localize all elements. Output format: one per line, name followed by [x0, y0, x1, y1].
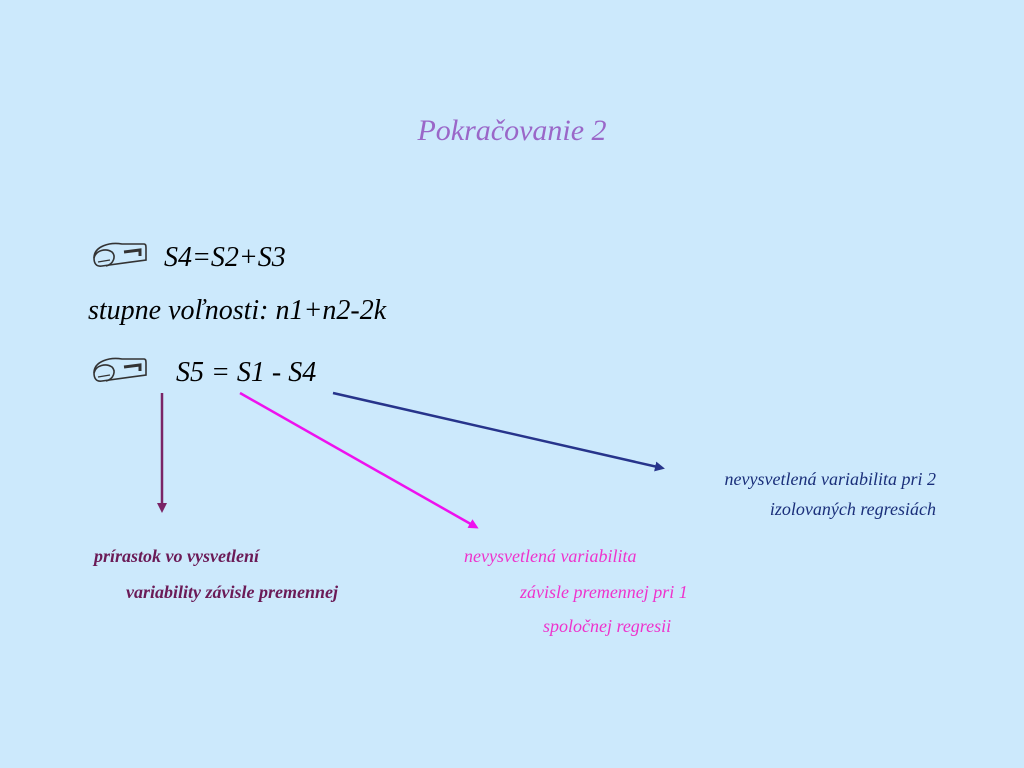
slide-title: Pokračovanie 2: [417, 114, 607, 147]
annotation-left-line2: variability závisle premennej: [126, 582, 338, 602]
annotation-left-line1: prírastok vo vysvetlení: [94, 546, 259, 566]
annotation-middle-line2: závisle premennej pri 1: [520, 582, 688, 602]
annotation-right-line1: nevysvetlená variabilita pri 2: [724, 469, 936, 489]
mailbox-icon: [93, 357, 147, 382]
arrow-pink: [239, 391, 479, 529]
annotation-middle-line1: nevysvetlená variabilita: [464, 546, 637, 566]
degrees-of-freedom: stupne voľnosti: n1+n2-2k: [88, 295, 387, 326]
equation-s5: S5 = S1 - S4: [176, 357, 317, 388]
mailbox-icon: [93, 242, 147, 267]
annotation-middle-line3: spoločnej regresii: [543, 616, 672, 636]
arrow-navy: [332, 391, 665, 472]
annotation-right-line2: izolovaných regresiách: [769, 499, 936, 519]
equation-s4: S4=S2+S3: [164, 242, 286, 273]
